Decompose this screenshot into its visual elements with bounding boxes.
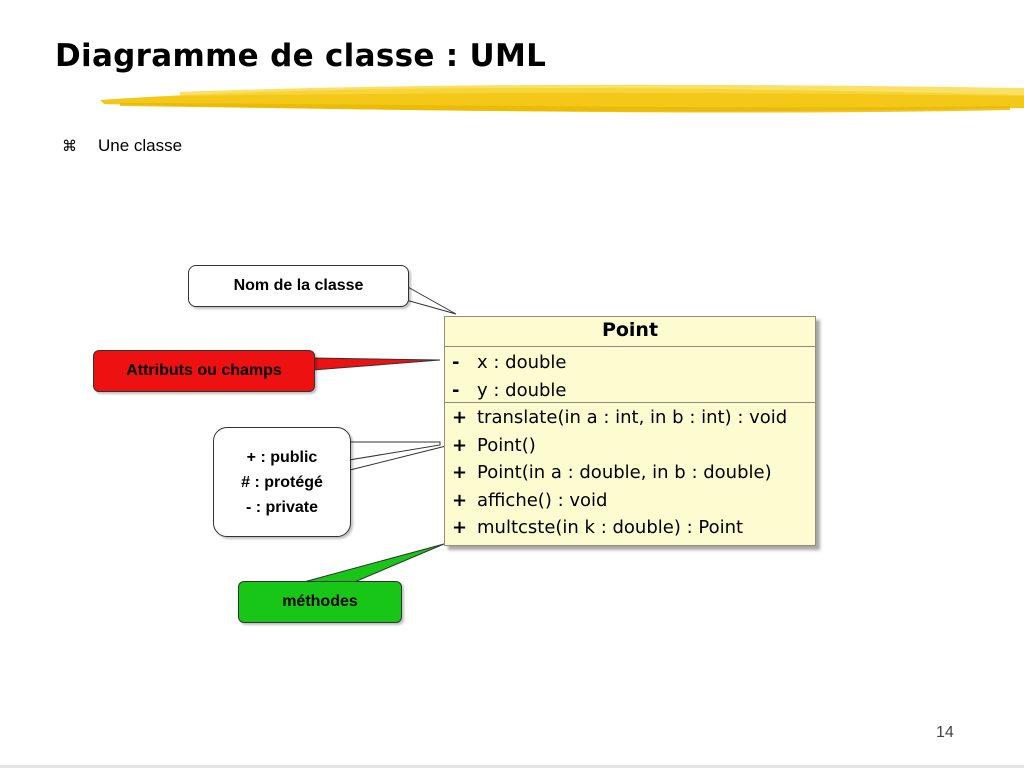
- visibility-marker: +: [452, 489, 468, 511]
- uml-method: + Point(): [445, 432, 815, 460]
- slide-title: Diagramme de classe : UML: [55, 38, 547, 74]
- slide-number: 14: [936, 724, 954, 741]
- method-text: Point(in a : double, in b : double): [477, 462, 772, 483]
- method-text: translate(in a : int, in b : int) : void: [477, 407, 788, 428]
- uml-methods-section: + translate(in a : int, in b : int) : vo…: [445, 403, 815, 542]
- class-name-pointer: [405, 285, 457, 315]
- uml-method: + multcste(in k : double) : Point: [445, 514, 815, 542]
- method-text: Point(): [477, 434, 536, 456]
- uml-attributes-section: - x : double - y : double: [445, 347, 815, 403]
- command-bullet-icon: ⌘: [62, 138, 77, 155]
- attributes-pointer: [312, 357, 441, 371]
- class-name-callout: Nom de la classe: [188, 265, 409, 307]
- visibility-marker: +: [452, 407, 468, 428]
- uml-attribute: - y : double: [445, 377, 815, 405]
- visibility-marker: -: [452, 352, 460, 373]
- uml-attribute: - x : double: [445, 349, 815, 377]
- visibility-public: + : public: [246, 448, 318, 466]
- method-text: affiche() : void: [477, 489, 608, 511]
- visibility-marker: +: [452, 434, 468, 456]
- uml-class-box: Point - x : double - y : double + transl…: [444, 316, 816, 546]
- uml-method: + affiche() : void: [445, 487, 815, 515]
- methods-pointer: [299, 543, 445, 584]
- visibility-private: - : private: [245, 498, 318, 516]
- visibility-marker: +: [452, 517, 468, 538]
- attributes-callout: Attributs ou champs: [93, 350, 315, 392]
- footer-divider: [0, 765, 1024, 768]
- attribute-text: x : double: [477, 352, 567, 373]
- visibility-protected: # : protégé: [241, 473, 323, 491]
- methods-callout: méthodes: [238, 581, 402, 623]
- visibility-marker: +: [452, 462, 468, 483]
- method-text: multcste(in k : double) : Point: [477, 517, 744, 538]
- bullet-text: Une classe: [98, 136, 183, 155]
- uml-class-name: Point: [445, 317, 815, 347]
- attribute-text: y : double: [477, 379, 567, 401]
- visibility-legend-callout: + : public # : protégé - : private: [213, 427, 351, 537]
- uml-method: + translate(in a : int, in b : int) : vo…: [445, 404, 815, 432]
- visibility-marker: -: [452, 379, 460, 401]
- bullet-item: ⌘ Une classe: [62, 136, 182, 156]
- uml-method: + Point(in a : double, in b : double): [445, 459, 815, 487]
